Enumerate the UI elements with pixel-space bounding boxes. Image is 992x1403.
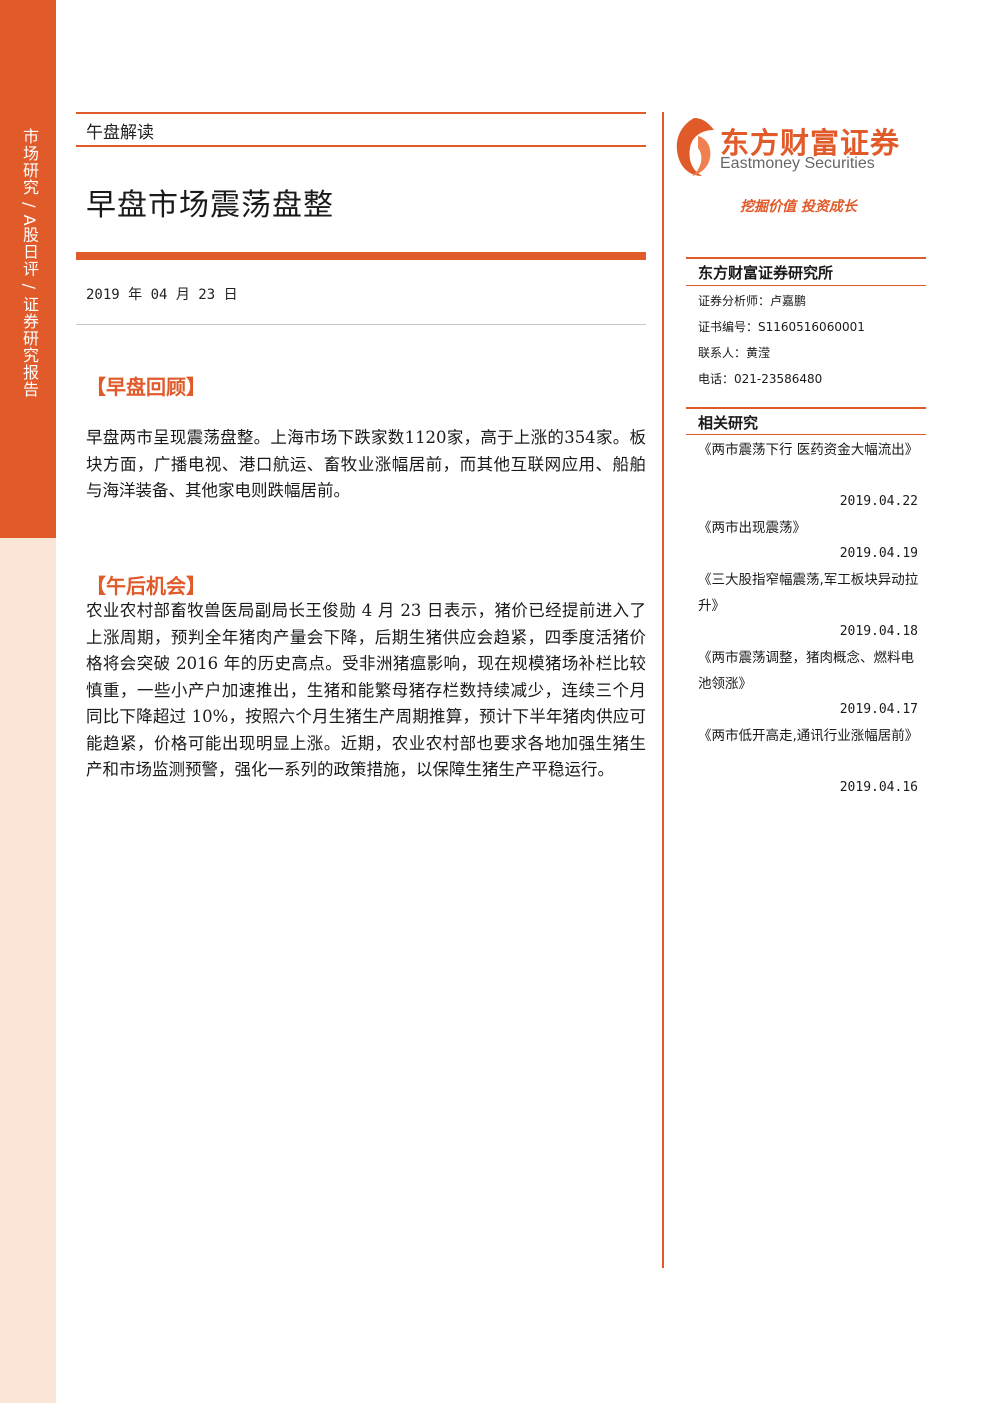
related-bottom-rule [686,434,926,435]
institute-name: 东方财富证券研究所 [698,264,834,282]
eastmoney-logo-icon [676,118,714,176]
related-item-title[interactable]: 《两市震荡调整，猪肉概念、燃料电池领涨》 [698,650,914,692]
related-top-rule [686,407,926,409]
related-item-title[interactable]: 《两市出现震荡》 [698,520,806,536]
brand-name-en: Eastmoney Securities [720,155,875,172]
header-category-rule [76,145,646,147]
sidebar-strip-lower [0,538,56,1403]
page-title: 早盘市场震荡盘整 [86,188,334,223]
certificate-number: 证书编号：S1160516060001 [698,320,865,334]
analyst-name: 证券分析师：卢嘉鹏 [698,294,807,308]
report-date: 2019 年 04 月 23 日 [86,287,238,303]
related-item-date: 2019.04.22 [839,494,918,509]
related-item-title[interactable]: 《两市低开高走,通讯行业涨幅居前》 [698,728,919,744]
related-item-date: 2019.04.17 [839,702,918,717]
section-body-afternoon-opportunity: 农业农村部畜牧兽医局副局长王俊勋 4 月 23 日表示，猪价已经提前进入了上涨周… [86,601,646,779]
related-heading: 相关研究 [698,414,759,432]
institute-bottom-rule [686,285,926,286]
date-divider [76,324,646,325]
title-underline-bar [76,252,646,260]
related-item-date: 2019.04.16 [839,780,918,795]
brand-slogan: 挖掘价值 投资成长 [740,199,857,215]
related-item-date: 2019.04.18 [839,624,918,639]
sidebar-strip: 市场研究 / A股日评 / 证券研究报告 [0,0,56,538]
brand-name-cn: 东方财富证券 [720,126,901,160]
column-divider [662,112,664,1268]
section-heading-morning-review: 【早盘回顾】 [86,375,206,399]
related-item-title[interactable]: 《三大股指窄幅震荡,军工板块异动拉升》 [698,572,919,614]
institute-top-rule [686,257,926,259]
sidebar-vertical-text: 市场研究 / A股日评 / 证券研究报告 [20,128,39,399]
header-top-rule [76,112,646,114]
report-category: 午盘解读 [86,123,154,143]
related-item-date: 2019.04.19 [839,546,918,561]
section-heading-afternoon-opportunity: 【午后机会】 [86,574,206,598]
contact-person: 联系人：黄滢 [698,346,771,360]
section-body-morning-review: 早盘两市呈现震荡盘整。上海市场下跌家数1120家，高于上涨的354家。板块方面，… [86,428,646,500]
related-item-title[interactable]: 《两市震荡下行 医药资金大幅流出》 [698,442,919,458]
phone-number: 电话：021-23586480 [698,372,823,386]
